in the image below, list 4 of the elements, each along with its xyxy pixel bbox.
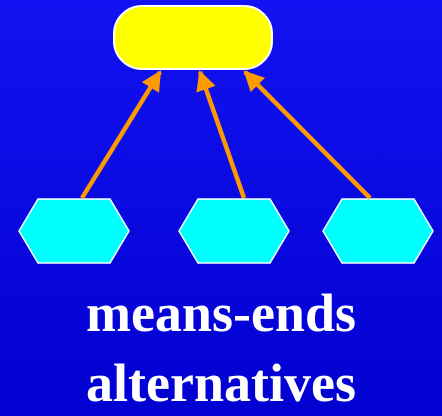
- caption: means-ends alternatives: [84, 282, 358, 416]
- arrow: [243, 70, 372, 200]
- arrow: [196, 70, 246, 199]
- arrow: [80, 70, 162, 200]
